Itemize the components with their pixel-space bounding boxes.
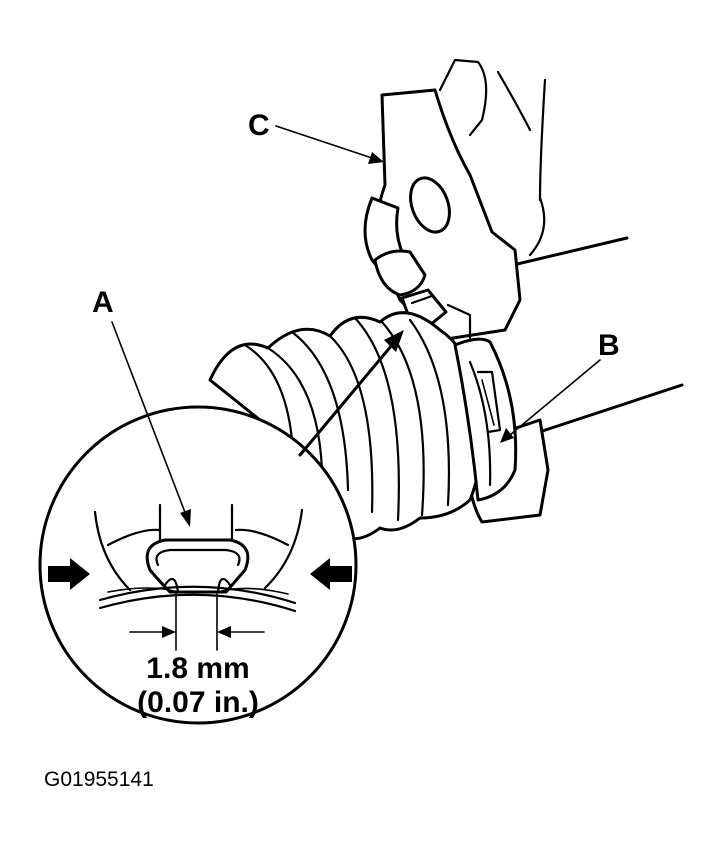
- dimension-arrow-left: [129, 626, 176, 638]
- dimension-imperial: (0.07 in.): [137, 686, 259, 719]
- dimension-metric: 1.8 mm: [146, 652, 249, 685]
- detail-circle: [38, 405, 358, 725]
- label-a: A: [92, 286, 114, 319]
- label-c: C: [248, 109, 270, 142]
- leader-a: [111, 321, 191, 527]
- leader-b: [500, 359, 601, 443]
- squeeze-arrow-right: [310, 558, 352, 590]
- steering-boot: [208, 311, 484, 541]
- boot-band: [453, 337, 518, 502]
- label-b: B: [598, 329, 620, 362]
- detail-leader: [298, 330, 404, 457]
- figure-id: G01955141: [44, 768, 154, 791]
- squeeze-arrow-left: [48, 558, 90, 590]
- dimension-arrow-right: [217, 626, 265, 638]
- tie-rod-end: [363, 58, 547, 342]
- leader-c: [275, 125, 384, 164]
